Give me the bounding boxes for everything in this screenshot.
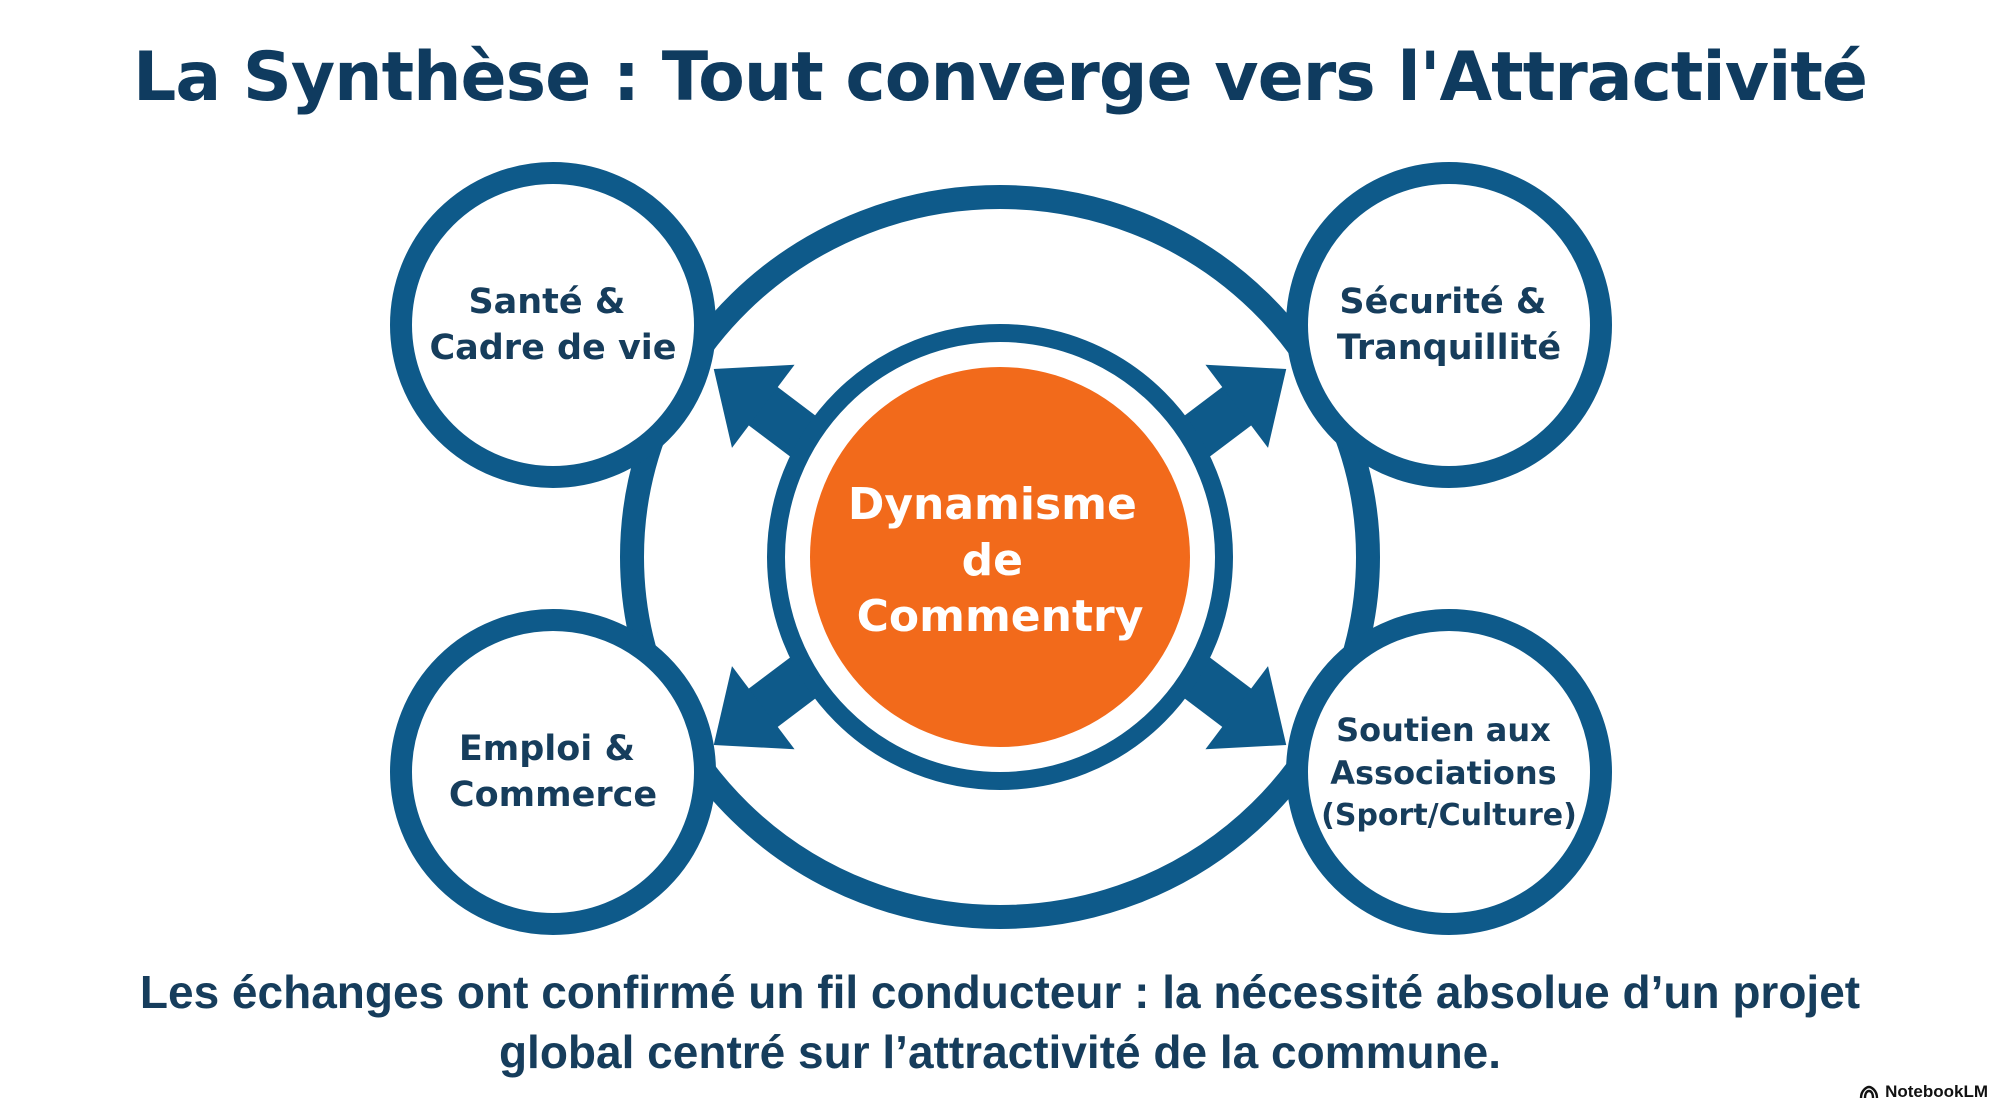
svg-text:Emploi & Commerce: Emploi & Commerce <box>449 729 657 815</box>
caption: Les échanges ont confirmé un fil conduct… <box>100 962 1900 1082</box>
node-sante-line-2: Cadre de vie <box>429 328 676 368</box>
notebooklm-logo-icon <box>1859 1085 1879 1099</box>
node-emploi-circle <box>390 609 716 935</box>
slide-title: La Synthèse : Tout converge vers l'Attra… <box>132 38 1868 117</box>
node-associations-line-3: (Sport/Culture) <box>1321 798 1577 833</box>
node-securite-line-2: Tranquillité <box>1337 328 1561 368</box>
node-associations-line-2: Associations <box>1330 754 1556 792</box>
brand-label: NotebookLM <box>1885 1082 1988 1101</box>
node-sante-line-1: Santé & <box>468 282 625 322</box>
svg-text:Soutien aux Associatio: Soutien aux Associations (Sport/Culture) <box>1321 711 1577 833</box>
node-securite: Sécurité & Tranquillité <box>1286 162 1612 488</box>
center-circle <box>810 367 1190 747</box>
brand-watermark: NotebookLM <box>1859 1082 1988 1102</box>
svg-text:Dynamisme de Comme: Dynamisme de Commentry <box>848 479 1152 642</box>
node-securite-line-1: Sécurité & <box>1339 282 1546 322</box>
caption-line-1: Les échanges ont confirmé un fil conduct… <box>139 966 1861 1018</box>
node-sante-circle <box>390 162 716 488</box>
node-securite-circle <box>1286 162 1612 488</box>
node-emploi-line-1: Emploi & <box>459 729 635 769</box>
svg-text:Sécurité & Tranquillit: Sécurité & Tranquillité <box>1337 282 1561 368</box>
caption-line-2: global centré sur l’attractivité de la c… <box>498 1026 1502 1078</box>
outer-ring <box>620 185 1380 929</box>
node-emploi-line-2: Commerce <box>449 775 657 815</box>
center-label-line-3: Commentry <box>857 591 1144 642</box>
node-associations: Soutien aux Associations (Sport/Culture) <box>1286 609 1612 935</box>
node-sante: Santé & Cadre de vie <box>390 162 716 488</box>
node-emploi: Emploi & Commerce <box>390 609 716 935</box>
node-associations-line-1: Soutien aux <box>1336 711 1551 749</box>
svg-text:Santé & Cadre de vie: Santé & Cadre de vie <box>429 282 676 368</box>
center-label-line-2: de <box>962 535 1023 586</box>
center-label-line-1: Dynamisme <box>848 479 1137 530</box>
node-associations-circle <box>1286 609 1612 935</box>
